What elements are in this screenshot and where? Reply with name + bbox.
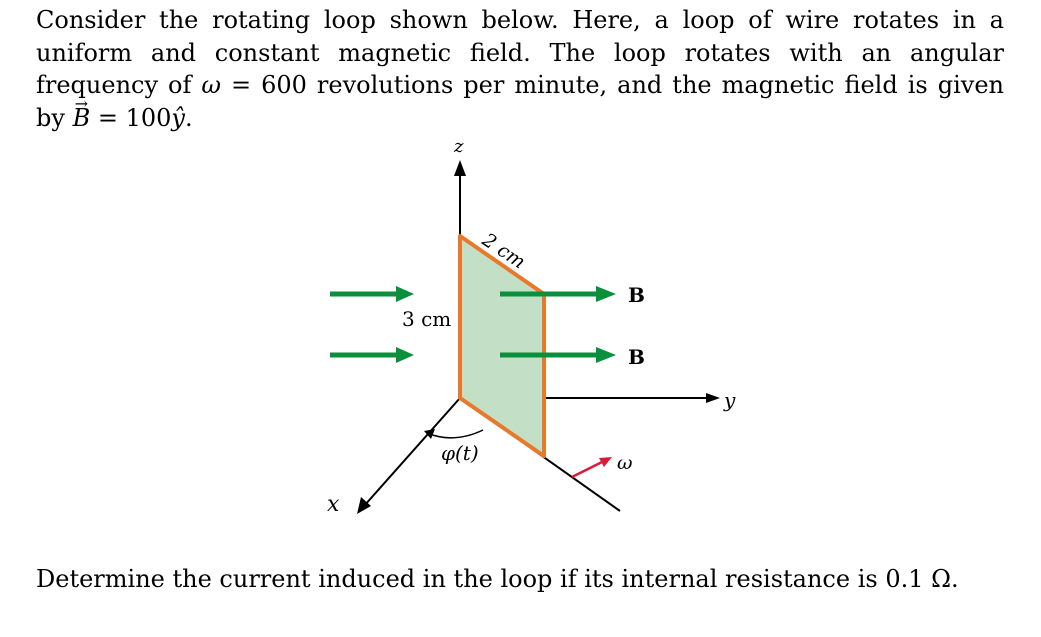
omega-symbol: ω: [201, 71, 221, 99]
b-vector-symbol: →B: [72, 94, 91, 135]
angle-label: φ(t): [441, 441, 479, 465]
z-axis-arrowhead-icon: [454, 160, 466, 176]
z-axis-label: z: [453, 136, 464, 157]
field-label-top: B: [628, 283, 645, 307]
omega-arrowhead-icon: [599, 457, 612, 467]
wire-loop: [458, 234, 546, 458]
field-arrow-left-bottom-head-icon: [396, 347, 414, 363]
angle-arc-arrowhead-icon: [424, 429, 435, 439]
omega-arrow: [571, 459, 605, 479]
problem-intro-text: Consider the rotating loop shown below. …: [36, 6, 1004, 99]
y-axis-arrowhead-icon: [706, 393, 720, 403]
problem-period: .: [184, 103, 193, 132]
omega-value-text: = 600 revolutions per minute, and the ma…: [36, 71, 1004, 132]
field-arrow-through-top-head-icon: [596, 286, 616, 302]
field-arrow-left-top-head-icon: [396, 286, 414, 302]
question-statement: Determine the current induced in the loo…: [36, 565, 959, 593]
loop-height-label: 3 cm: [402, 307, 451, 331]
angle-arc: [426, 429, 484, 439]
b-symbol: B: [72, 103, 91, 132]
x-axis-label: x: [327, 492, 340, 517]
omega-label: ω: [617, 452, 633, 474]
x-axis: [363, 397, 461, 507]
problem-statement: Consider the rotating loop shown below. …: [36, 4, 1004, 134]
y-hat-symbol: ŷ: [171, 103, 185, 132]
field-label-bottom: B: [628, 345, 645, 369]
x-axis-arrowhead-icon: [357, 497, 371, 514]
vector-arrow-icon: →: [74, 93, 88, 113]
y-axis-label: y: [723, 388, 736, 412]
field-value-text: = 100: [90, 103, 172, 132]
field-arrow-through-bottom-head-icon: [596, 347, 616, 363]
